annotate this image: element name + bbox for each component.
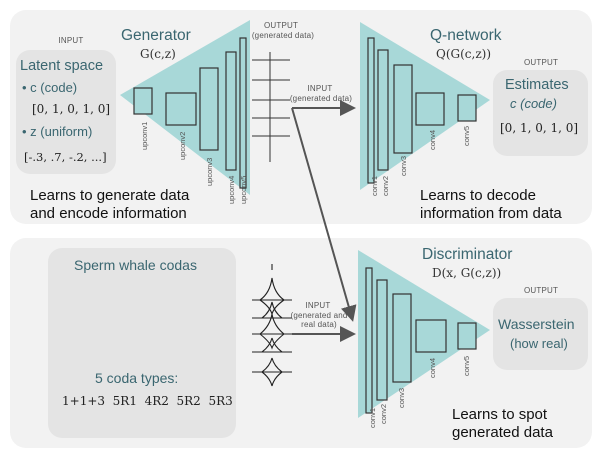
wasserstein-sub: (how real) <box>510 336 568 351</box>
generator-output-sub: (generated data) <box>251 31 315 40</box>
whale-box <box>48 248 236 438</box>
real-waveforms <box>252 264 292 387</box>
estimates-sub: c (code) <box>510 96 557 111</box>
disc-layer-4 <box>415 319 447 353</box>
estimates-title: Estimates <box>505 77 569 93</box>
qnet-layer-1 <box>367 37 375 184</box>
latent-space-box <box>16 50 116 174</box>
generator-layer-1 <box>133 87 153 115</box>
qnet-formula: Q(G(c,z)) <box>436 47 492 61</box>
disc-layer-2 <box>376 279 388 401</box>
qnet-layer-3 <box>393 64 413 154</box>
learns-generate-line-2: and encode information <box>30 205 187 222</box>
disc-layer-label-4: conv4 <box>428 357 437 378</box>
generator-title: Generator <box>121 27 191 44</box>
estimates-value: [0, 1, 0, 1, 0] <box>500 121 579 135</box>
disc-layer-1 <box>365 267 373 414</box>
learns-spot-line-1: Learns to spot <box>452 406 548 423</box>
wasserstein-title: Wasserstein <box>498 316 575 332</box>
latent-input-caption: INPUT <box>58 36 84 45</box>
qnet-layer-5 <box>457 94 477 122</box>
c-code-text: c (code) <box>30 80 78 95</box>
disc-layer-label-1: conv1 <box>368 407 377 428</box>
disc-formula: D(x, G(c,z)) <box>432 266 502 280</box>
qnet-title: Q-network <box>430 27 502 44</box>
disc-layer-label-3: conv3 <box>397 387 406 408</box>
generator-layer-4 <box>225 51 237 171</box>
learns-decode-line-2: information from data <box>420 205 562 222</box>
c-code-label: • c (code) <box>22 80 78 95</box>
whale-title: Sperm whale codas <box>74 257 197 273</box>
disc-input-sub-1: (generated and <box>290 311 348 320</box>
learns-generate-line-1: Learns to generate data <box>30 187 190 204</box>
qnet-input-sub: (generated data) <box>289 94 353 103</box>
generator-layer-5 <box>239 37 247 189</box>
generator-layer-3 <box>199 67 219 151</box>
generator-formula: G(c,z) <box>140 47 176 61</box>
qnet-output-caption: OUTPUT <box>523 58 559 67</box>
qnet-layer-label-1: conv1 <box>370 175 379 196</box>
qnet-layer-2 <box>377 49 389 171</box>
wasserstein-box <box>493 298 588 370</box>
qnet-layer-label-2: conv2 <box>381 175 390 196</box>
learns-decode-text: Learns to decode information from data <box>420 187 562 223</box>
disc-title: Discriminator <box>422 246 513 263</box>
z-uniform-value: [-.3, .7, -.2, ...] <box>24 150 107 164</box>
disc-layer-label-5: conv5 <box>462 355 471 376</box>
learns-generate-text: Learns to generate data and encode infor… <box>30 187 189 223</box>
latent-space-title: Latent space <box>20 58 104 74</box>
z-uniform-text: z (uniform) <box>30 124 93 139</box>
disc-input-caption: INPUT <box>305 301 331 310</box>
generator-layer-2 <box>165 92 197 126</box>
z-uniform-label: • z (uniform) <box>22 124 93 139</box>
qnet-layer-label-5: conv5 <box>462 125 471 146</box>
generator-layer-label-1: upconv1 <box>140 121 149 150</box>
generator-layer-label-4: upconv4 <box>227 175 236 204</box>
qnet-layer-label-4: conv4 <box>428 129 437 150</box>
qnet-layer-4 <box>415 92 445 126</box>
qnet-layer-label-3: conv3 <box>399 155 408 176</box>
coda-types-list: 1+1+3 5R1 4R2 5R2 5R3 <box>62 394 233 408</box>
qnet-input-caption: INPUT <box>307 84 333 93</box>
disc-layer-3 <box>392 293 412 383</box>
learns-spot-text: Learns to spot generated data <box>452 406 553 442</box>
disc-layer-label-2: conv2 <box>379 403 388 424</box>
coda-types-title: 5 coda types: <box>95 370 179 386</box>
generator-output-caption: OUTPUT <box>263 21 299 30</box>
estimates-box <box>493 70 588 156</box>
learns-decode-line-1: Learns to decode <box>420 187 536 204</box>
arrow-to-disc <box>291 107 357 322</box>
learns-spot-line-2: generated data <box>452 424 553 441</box>
disc-layer-5 <box>457 322 477 350</box>
generator-layer-label-5: upconv5 <box>239 175 248 204</box>
generated-waveforms <box>252 52 290 162</box>
generator-layer-label-2: upconv2 <box>178 131 187 160</box>
c-code-value: [0, 1, 0, 1, 0] <box>32 102 111 116</box>
disc-input-sub-2: real data) <box>301 320 337 329</box>
disc-output-caption: OUTPUT <box>523 286 559 295</box>
generator-layer-label-3: upconv3 <box>205 157 214 186</box>
